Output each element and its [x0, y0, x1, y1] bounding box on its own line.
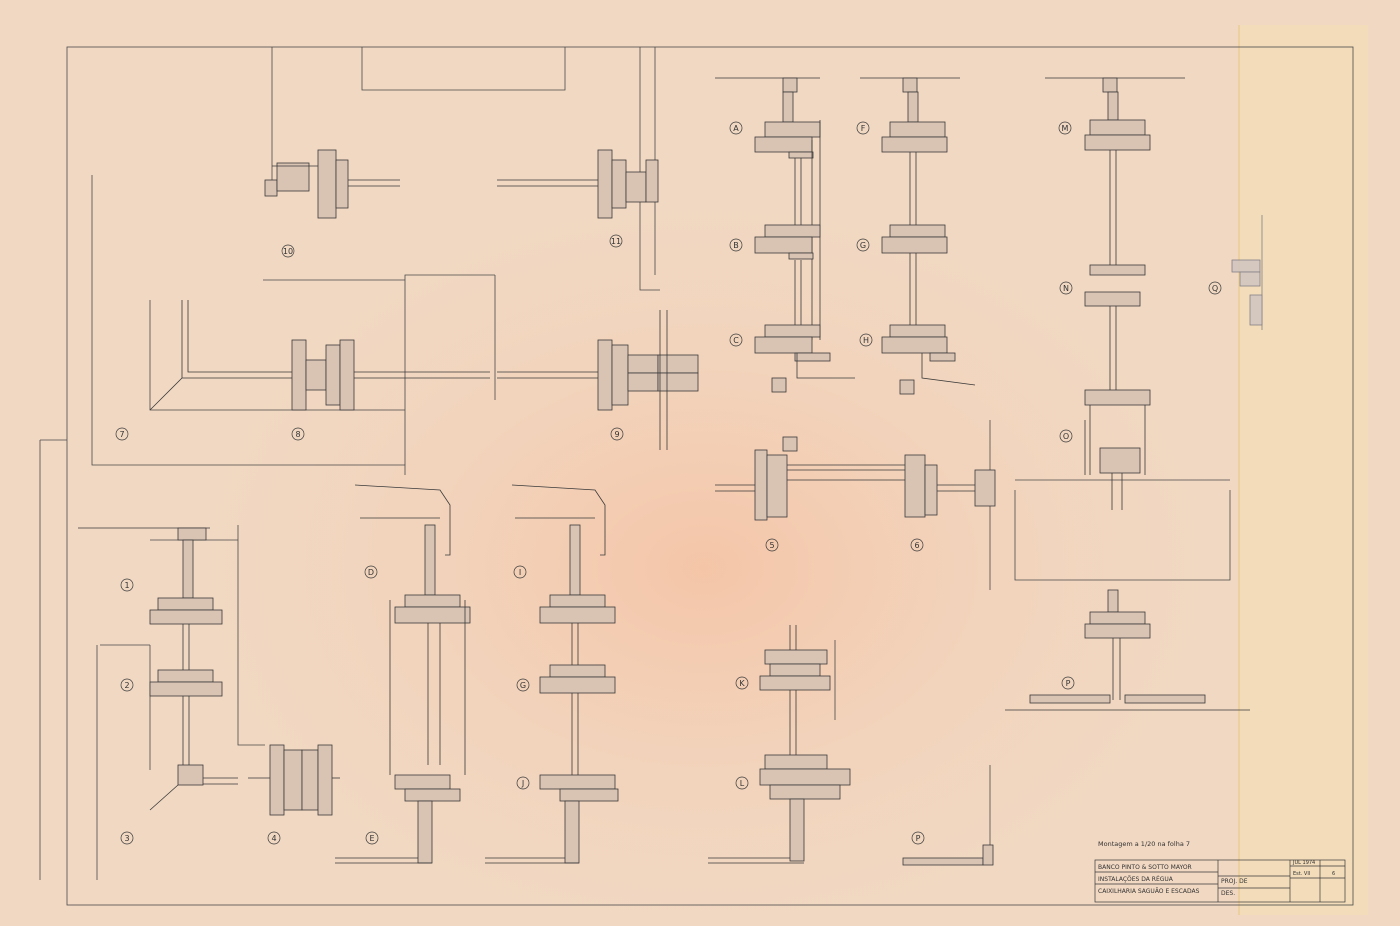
detail-igj: [485, 484, 619, 864]
detail-11: [497, 149, 659, 219]
label-7: 7: [119, 430, 124, 439]
label-g2: G: [520, 681, 526, 690]
scale-note: Montagem a 1/20 na folha 7: [1098, 840, 1190, 848]
label-k: K: [739, 679, 745, 688]
label-8: 8: [295, 430, 300, 439]
label-2: 2: [124, 681, 129, 690]
label-o: O: [1063, 432, 1069, 441]
detail-q: [1231, 215, 1263, 330]
label-g1: G: [860, 241, 866, 250]
label-c: C: [733, 336, 739, 345]
label-e: E: [369, 834, 374, 843]
label-5: 5: [769, 541, 774, 550]
title-drawing: CAIXILHARIA SAGUÃO E ESCADAS: [1098, 888, 1200, 895]
label-d: D: [368, 568, 374, 577]
title-sheet-num: 6: [1332, 871, 1335, 877]
detail-abc: [715, 77, 855, 393]
label-f: F: [861, 124, 866, 133]
detail-kl: [708, 625, 851, 864]
label-p1: P: [1066, 679, 1071, 688]
detail-8: [291, 339, 490, 411]
detail-5-6: [715, 436, 996, 521]
label-a: A: [733, 124, 739, 133]
detail-mno: [1045, 77, 1185, 510]
label-9: 9: [614, 430, 619, 439]
detail-1-2-3: [78, 527, 238, 811]
label-i: I: [519, 568, 521, 577]
label-10: 10: [283, 247, 293, 256]
label-j: J: [521, 779, 524, 788]
field-des: DES.: [1221, 890, 1235, 897]
warm-stain: [200, 150, 1250, 910]
label-p2: P: [916, 834, 921, 843]
title-block: [1094, 859, 1346, 903]
title-sheet-code: Est. VII: [1293, 871, 1310, 877]
field-proj: PROJ. DE: [1221, 878, 1248, 885]
label-4: 4: [271, 834, 276, 843]
title-client: BANCO PINTO & SOTTO MAYOR: [1098, 864, 1192, 871]
detail-10: [264, 149, 400, 219]
label-3: 3: [124, 834, 129, 843]
detail-7: [149, 300, 292, 411]
label-m: M: [1062, 124, 1069, 133]
label-1: 1: [124, 581, 129, 590]
detail-p-bottom: [902, 844, 994, 866]
detail-de: [335, 484, 471, 864]
label-6: 6: [914, 541, 919, 550]
detail-9: [497, 310, 699, 450]
title-project: INSTALAÇÕES DA RÉGUA: [1098, 875, 1174, 883]
title-date: JUL 1974: [1292, 860, 1315, 866]
label-h: H: [863, 336, 869, 345]
tape-overlay: [1238, 25, 1368, 915]
label-l: L: [740, 779, 745, 788]
detail-fgh: [860, 77, 976, 395]
label-n: N: [1063, 284, 1069, 293]
sheet-frame: [39, 46, 1354, 906]
detail-4: [248, 744, 340, 816]
label-b: B: [733, 241, 739, 250]
label-11: 11: [611, 237, 621, 246]
detail-labels: [115, 121, 1222, 845]
label-q: Q: [1212, 284, 1218, 293]
detail-p-right: [1005, 589, 1250, 711]
